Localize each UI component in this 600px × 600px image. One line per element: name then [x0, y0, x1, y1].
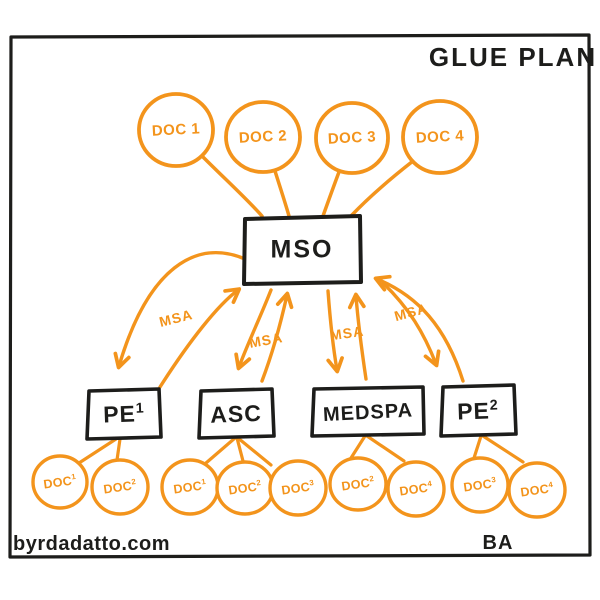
asc-box — [197, 387, 276, 440]
msa-arrow-mso-to-asc — [234, 288, 273, 371]
doc2-label: DOC 2 — [238, 127, 288, 147]
stem-doc3-mso — [321, 170, 341, 218]
mso-label: MSO — [270, 235, 334, 264]
doc1-label: DOC 1 — [151, 120, 201, 140]
bottom-doc2-circle-pe1 — [90, 458, 150, 516]
doc4-circle — [401, 99, 479, 175]
link-asc-doc3 — [236, 436, 273, 467]
bottom-doc4-circle-pe2 — [507, 461, 567, 519]
artist-initials: BA — [482, 532, 514, 554]
pe2-label: PE2 — [456, 397, 499, 425]
doc1-circle — [137, 92, 215, 168]
bottom-doc3-circle-asc — [268, 459, 328, 517]
doc3-circle — [314, 101, 390, 175]
stem-doc2-mso — [273, 169, 291, 218]
diagram-title: GLUE PLAN — [428, 42, 598, 72]
asc-label: ASC — [209, 399, 263, 428]
pe1-box — [85, 387, 163, 441]
bottom-doc1-circle-pe1 — [31, 454, 89, 510]
doc4-label: DOC 4 — [415, 127, 465, 147]
msa-arrow-mso-to-pe1 — [113, 250, 247, 370]
msa-arrow-asc-to-mso — [260, 291, 294, 383]
medspa-box — [310, 385, 426, 438]
msa-arrow-mso-to-pe2 — [381, 281, 441, 368]
msa-arrow-medspa-to-mso — [347, 292, 368, 381]
doc2-circle — [224, 100, 302, 174]
watermark-url: byrdadatto.com — [13, 533, 171, 555]
link-pe1-doc1 — [77, 437, 118, 465]
mso-box — [242, 214, 363, 286]
doc3-label: DOC 3 — [327, 128, 377, 148]
link-medspa-doc4 — [365, 434, 406, 463]
link-medspa-doc2 — [349, 434, 367, 460]
link-asc-doc1 — [204, 436, 237, 465]
msa-arrow-pe1-to-mso — [158, 287, 242, 389]
msa-arrow-pe2-to-mso — [373, 274, 465, 383]
stem-doc1-mso — [200, 154, 264, 218]
link-pe1-doc2 — [115, 437, 122, 462]
msa-arrow-mso-to-medspa — [326, 289, 344, 374]
bottom-doc4-circle-medspa — [386, 460, 446, 518]
medspa-label: MEDSPA — [322, 399, 414, 427]
pe1-label: PE1 — [102, 400, 145, 428]
link-asc-doc2 — [235, 436, 245, 463]
link-pe2-doc4 — [481, 434, 525, 464]
link-pe2-doc3 — [472, 434, 483, 460]
stem-doc4-mso — [349, 159, 415, 218]
panel-border — [8, 33, 592, 559]
bottom-doc2-circle-medspa — [328, 456, 388, 512]
pe2-box — [439, 383, 518, 438]
